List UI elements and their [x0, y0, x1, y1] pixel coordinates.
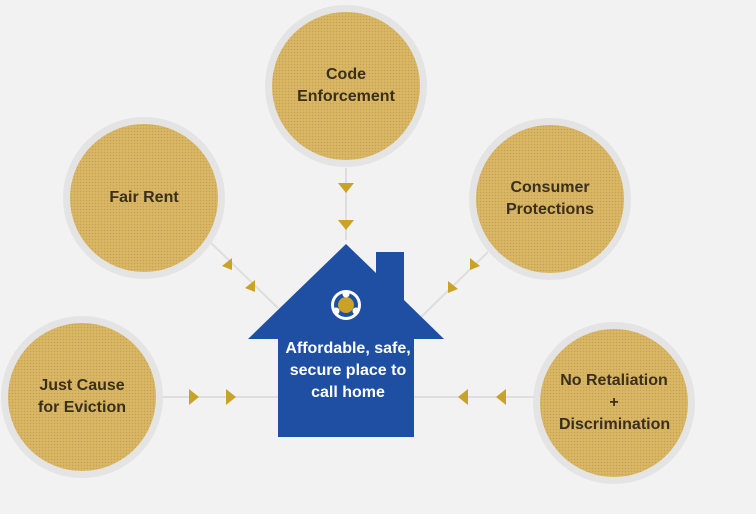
- node-no-retaliation: No Retaliation + Discrimination: [540, 329, 688, 477]
- arrow-fair-rent-1: [222, 258, 232, 270]
- node-no-retaliation-label: No Retaliation + Discrimination: [559, 372, 671, 433]
- node-consumer-protections: Consumer Protections: [476, 125, 624, 273]
- node-code-enforcement: Code Enforcement: [272, 12, 420, 160]
- arrow-code-enforcement-1: [338, 183, 354, 193]
- node-fair-rent-label: Fair Rent: [109, 189, 179, 206]
- arrow-no-retaliation-1: [496, 389, 506, 405]
- people-circle-icon: [331, 290, 361, 320]
- house-shape: [248, 244, 444, 437]
- house-label: Affordable, safe, secure place to call h…: [285, 340, 411, 401]
- connector-fair-rent: [207, 239, 279, 309]
- node-consumer-protections-label: Consumer Protections: [505, 179, 594, 218]
- node-just-cause-label: Just Cause for Eviction: [37, 377, 126, 416]
- node-fair-rent: Fair Rent: [70, 124, 218, 272]
- arrow-code-enforcement-2: [338, 220, 354, 230]
- arrow-consumer-2: [448, 281, 458, 293]
- arrow-just-cause-2: [226, 389, 236, 405]
- arrow-just-cause-1: [189, 389, 199, 405]
- connector-consumer-protections: [419, 251, 489, 319]
- arrow-fair-rent-2: [245, 280, 255, 292]
- arrow-no-retaliation-2: [458, 389, 468, 405]
- arrow-consumer-1: [470, 258, 480, 270]
- node-just-cause: Just Cause for Eviction: [8, 323, 156, 471]
- node-code-enforcement-label: Code Enforcement: [297, 66, 395, 105]
